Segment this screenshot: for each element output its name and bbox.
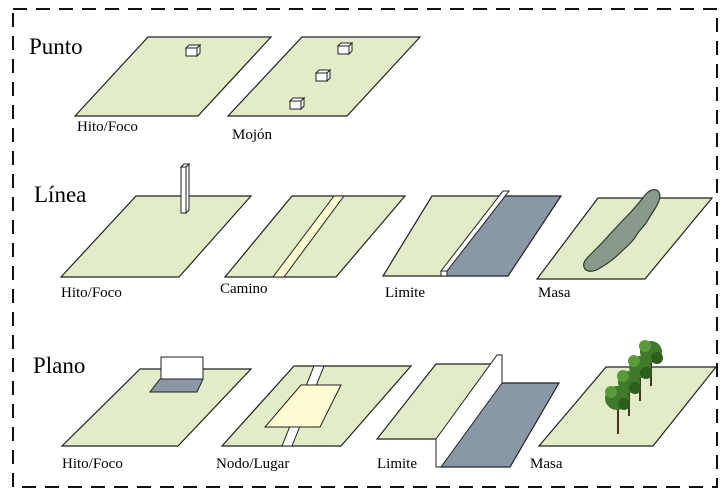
caption-linea-hito-foco: Hito/Foco <box>61 285 122 301</box>
ground-plane <box>60 368 253 447</box>
tree-icon <box>605 386 630 434</box>
linea-hito-foco <box>59 162 253 278</box>
vertical-post <box>179 162 191 215</box>
mass-band <box>583 189 661 272</box>
caption-linea-camino: Camino <box>220 281 268 297</box>
vertical-wall <box>435 354 503 468</box>
caption-linea-limite: Limite <box>385 285 425 301</box>
punto-hito-foco <box>73 36 273 117</box>
standing-panel <box>160 356 204 380</box>
linea-masa <box>535 189 714 280</box>
caption-plano-masa: Masa <box>530 456 563 472</box>
point-marker <box>288 96 306 111</box>
linea-limite <box>381 190 563 277</box>
caption-punto-hito-foco: Hito/Foco <box>77 119 138 135</box>
road-strip <box>271 195 345 278</box>
shadow-base <box>148 378 204 393</box>
plano-masa <box>537 340 718 447</box>
point-marker <box>336 41 354 56</box>
ground-plane <box>223 195 407 278</box>
caption-punto-mojon: Mojón <box>232 127 273 143</box>
ground-plane <box>59 195 253 278</box>
caption-plano-hito-foco: Hito/Foco <box>62 456 123 472</box>
caption-linea-masa: Masa <box>538 285 571 301</box>
dashed-frame <box>12 8 718 488</box>
row-title-plano: Plano <box>33 353 85 378</box>
ground-plane <box>73 36 273 117</box>
caption-plano-nodo-lugar: Nodo/Lugar <box>216 456 289 472</box>
tree-icon <box>639 340 663 386</box>
point-marker <box>314 68 332 83</box>
row-title-linea: Línea <box>34 182 86 207</box>
boundary-wall-face <box>440 270 448 277</box>
linea-camino <box>223 195 407 278</box>
row-title-punto: Punto <box>29 34 83 59</box>
point-marker <box>184 43 202 58</box>
plano-nodo-lugar <box>220 365 413 447</box>
node-square <box>263 384 342 428</box>
caption-plano-limite: Limite <box>377 456 417 472</box>
plano-hito-foco <box>60 356 253 447</box>
plano-limite <box>375 354 561 468</box>
punto-mojon <box>226 36 422 117</box>
